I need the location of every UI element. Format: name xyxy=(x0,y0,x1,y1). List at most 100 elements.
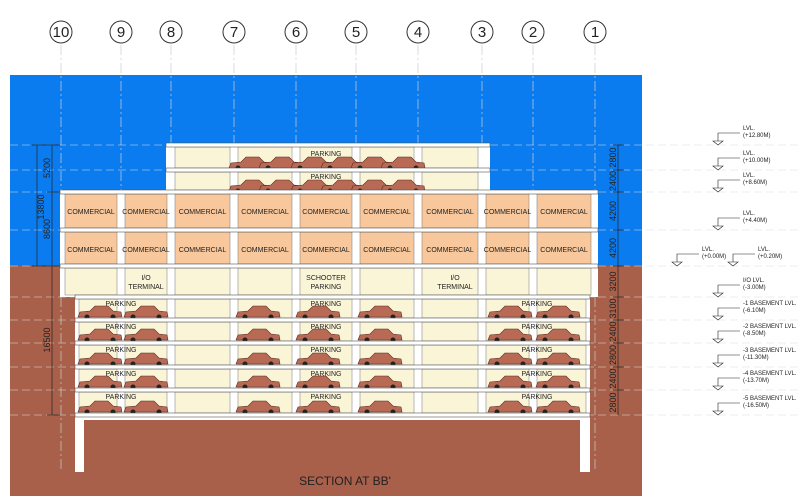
basement-parking-label: PARKING xyxy=(311,301,342,308)
room xyxy=(237,267,293,296)
basement-parking-label: PARKING xyxy=(106,394,137,401)
level-value: (-8.50M) xyxy=(743,331,766,337)
grid-bubble xyxy=(521,20,545,44)
level-value: (-3.00M) xyxy=(743,285,766,291)
scooter-parking-label: SCHOOTER xyxy=(306,275,346,282)
room xyxy=(174,391,231,414)
commercial-label: COMMERCIAL xyxy=(426,247,474,254)
left-dimensions xyxy=(32,144,60,416)
room xyxy=(174,321,231,342)
basement-parking-label: PARKING xyxy=(106,347,137,354)
room xyxy=(64,267,118,296)
level-marker: LVL.(+12.80M) xyxy=(712,126,771,146)
grid-number: 8 xyxy=(167,24,175,41)
level-name: LVL. xyxy=(702,247,714,253)
room xyxy=(299,193,353,229)
basement-parking-label: PARKING xyxy=(522,301,553,308)
level-name: -5 BASEMENT LVL. xyxy=(743,396,797,402)
floor-slab xyxy=(59,227,599,233)
room xyxy=(421,321,479,342)
floor-slab xyxy=(74,412,591,418)
level-marker: LVL.(+10.00M) xyxy=(712,151,771,171)
commercial-label: COMMERCIAL xyxy=(122,247,170,254)
level-marker: LVL.(+8.60M) xyxy=(712,173,767,193)
dim-13800: 13800 xyxy=(36,194,46,219)
room xyxy=(421,146,479,169)
room xyxy=(174,171,231,191)
dim-4200: 4200 xyxy=(608,238,618,258)
grid-bubble xyxy=(406,20,430,44)
level-marker: -5 BASEMENT LVL.(-16.50M) xyxy=(712,396,797,416)
basement-parking-label: PARKING xyxy=(311,324,342,331)
dim-3200: 3200 xyxy=(608,271,618,291)
level-name: LVL. xyxy=(758,247,770,253)
grid-bubble xyxy=(49,20,73,44)
level-value: (+4.40M) xyxy=(743,218,767,224)
commercial-label: COMMERCIAL xyxy=(484,209,532,216)
floor-slab xyxy=(74,340,591,346)
io-terminal-label: I/O xyxy=(141,275,151,282)
basement-parking-label: PARKING xyxy=(311,394,342,401)
level-value: (+12.80M) xyxy=(743,133,771,139)
basement-parking-label: PARKING xyxy=(522,347,553,354)
room xyxy=(299,267,353,296)
level-marker-zero: LVL.(+0.00M) xyxy=(671,247,726,267)
grid-bubble xyxy=(109,20,133,44)
room xyxy=(174,146,231,169)
grid-number: 6 xyxy=(292,24,300,41)
section-title: SECTION AT BB' xyxy=(299,474,391,488)
foundation xyxy=(84,420,580,472)
basement-parking-label: PARKING xyxy=(522,324,553,331)
room xyxy=(421,231,479,265)
grid-number: 2 xyxy=(529,24,537,41)
grid-number: 10 xyxy=(53,24,70,41)
grid-bubble xyxy=(583,20,607,44)
room xyxy=(485,267,530,296)
room xyxy=(359,267,415,296)
grid-bubble xyxy=(284,20,308,44)
commercial-label: COMMERCIAL xyxy=(363,247,411,254)
dim-2800: 2800 xyxy=(608,147,618,167)
room xyxy=(485,193,530,229)
basement-parking-label: PARKING xyxy=(311,347,342,354)
room xyxy=(174,267,231,296)
basement-parking-label: PARKING xyxy=(311,371,342,378)
level-marker: LVL.(+4.40M) xyxy=(712,211,767,231)
commercial-label: COMMERCIAL xyxy=(67,209,115,216)
level-markers: LVL.(+12.80M)LVL.(+10.00M)LVL.(+8.60M)LV… xyxy=(671,126,797,416)
level-marker: LVL.(+0.20M) xyxy=(727,247,782,267)
level-name: -4 BASEMENT LVL. xyxy=(743,371,797,377)
room xyxy=(536,267,592,296)
grid-number: 3 xyxy=(478,24,486,41)
room xyxy=(174,368,231,389)
scooter-parking-label: PARKING xyxy=(311,284,342,291)
grid-bubble xyxy=(470,20,494,44)
level-value: (+0.20M) xyxy=(758,254,782,260)
car-icon xyxy=(487,352,533,367)
dim-2400: 2400 xyxy=(608,171,618,191)
room xyxy=(174,231,231,265)
room xyxy=(174,344,231,366)
dim-16500: 16500 xyxy=(42,327,52,352)
room xyxy=(421,298,479,319)
level-value: (-6.10M) xyxy=(743,308,766,314)
dim-4200: 4200 xyxy=(608,201,618,221)
commercial-label: COMMERCIAL xyxy=(484,247,532,254)
floor-slab xyxy=(74,387,591,393)
room xyxy=(64,193,118,229)
level-name: LVL. xyxy=(743,151,755,157)
level-name: I/O LVL. xyxy=(743,278,765,284)
dim-2800: 2800 xyxy=(608,345,618,365)
grid-number: 7 xyxy=(230,24,238,41)
io-terminal-label: TERMINAL xyxy=(128,284,164,291)
level-marker: -3 BASEMENT LVL.(-11.30M) xyxy=(712,348,797,368)
grid-bubble xyxy=(159,20,183,44)
dim-2400: 2400 xyxy=(608,368,618,388)
basement-parking-label: PARKING xyxy=(106,301,137,308)
commercial-label: COMMERCIAL xyxy=(363,209,411,216)
io-terminal-label: I/O xyxy=(450,275,460,282)
grid-bubble xyxy=(222,20,246,44)
dim-8600: 8600 xyxy=(42,219,52,239)
room xyxy=(485,231,530,265)
